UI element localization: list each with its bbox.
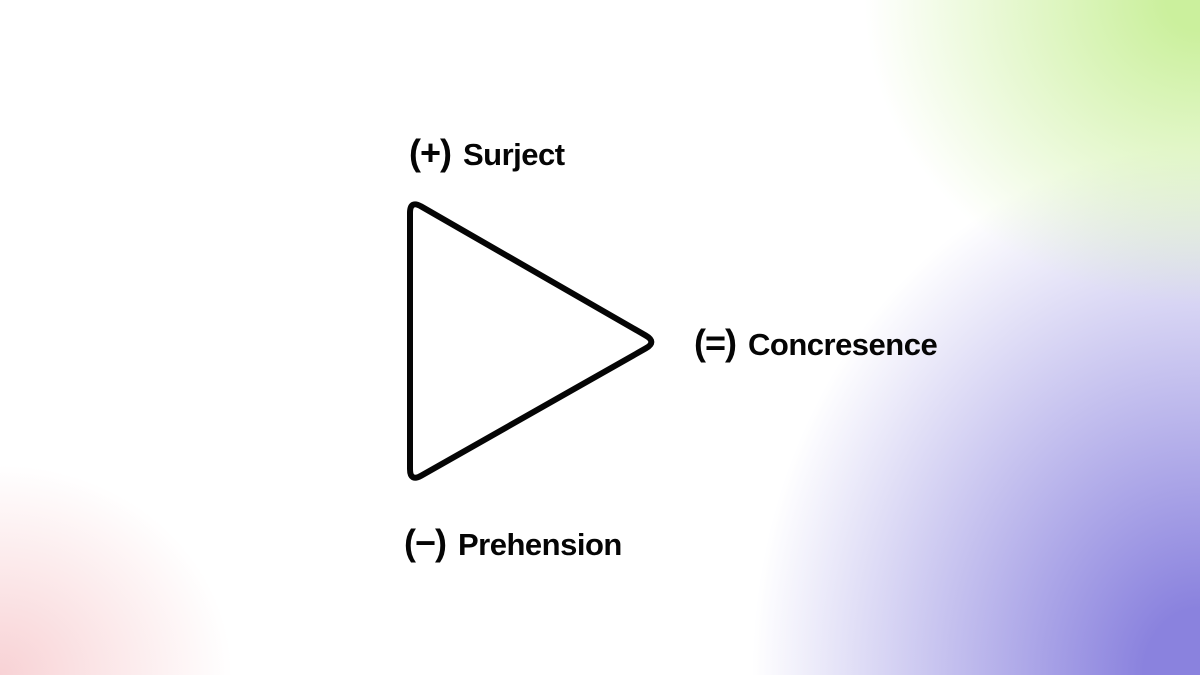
node-surject-label: Surject [463,137,565,172]
node-prehension-label: Prehension [458,527,622,562]
node-concresence-label: Concresence [748,327,938,362]
node-prehension: (−) Prehension [404,524,622,562]
node-concresence: (=) Concresence [694,322,938,363]
minus-sign: (−) [404,522,447,563]
equals-sign: (=) [694,322,737,363]
plus-sign: (+) [409,132,452,173]
node-surject: (+) Surject [409,134,565,172]
triangle-outline [407,201,655,481]
